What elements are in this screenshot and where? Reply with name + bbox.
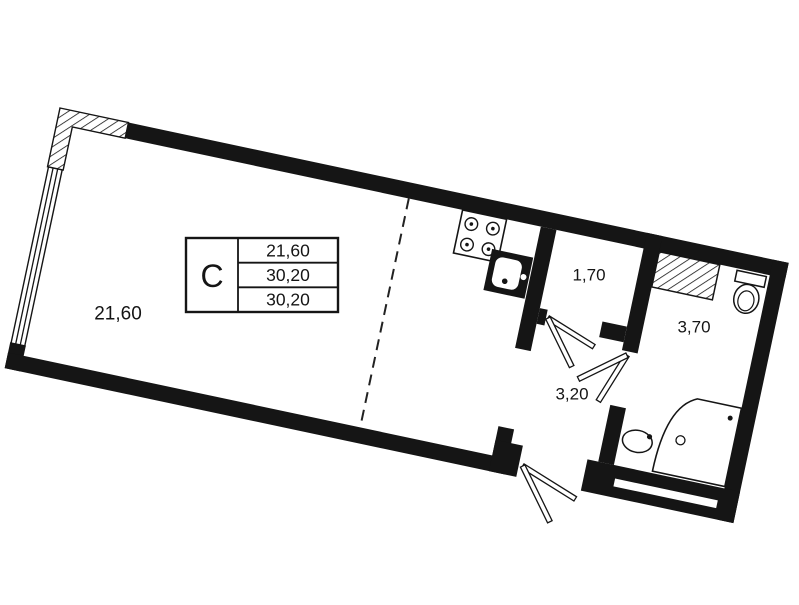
bottom-wall-main — [4, 352, 508, 475]
stamp-row-total: 30,20 — [266, 265, 310, 285]
vent-shaft-hatch — [650, 250, 721, 301]
hallway-area-label: 1,70 — [572, 266, 605, 285]
annotations: С 21,60 30,20 30,20 21,60 1,70 3,70 3,20 — [94, 236, 711, 404]
bottom-band-white-stripe — [613, 478, 718, 509]
stamp-row-living: 21,60 — [266, 241, 310, 261]
corner-hatch-section — [46, 107, 130, 171]
stamp-type-letter: С — [200, 258, 223, 294]
corner-bath-icon — [651, 398, 743, 488]
walls — [4, 122, 789, 524]
top-wall — [125, 122, 789, 279]
bath-wall-lower — [598, 404, 626, 465]
floor-plan — [4, 107, 789, 524]
hall-bottom-wall-stub-right — [599, 321, 627, 343]
kitchen-sink-icon — [483, 248, 534, 299]
entrance-opening — [515, 443, 588, 493]
bathroom-area-label: 3,70 — [677, 318, 710, 337]
right-wall — [717, 259, 789, 524]
kitchen-zone-divider — [359, 198, 410, 428]
divider-wall-upper — [515, 226, 557, 352]
hall-bath-wall-upper — [621, 232, 663, 354]
area-stamp: С 21,60 30,20 30,20 — [184, 236, 340, 314]
washbasin-icon — [621, 429, 653, 454]
floor-base — [4, 108, 789, 524]
stamp-box — [184, 236, 340, 314]
hall-door — [544, 315, 597, 369]
toilet-icon — [732, 269, 768, 315]
entrance-door — [519, 463, 578, 524]
stamp-row-total-with-balcony: 30,20 — [266, 290, 310, 310]
corridor-area-label: 3,20 — [555, 385, 588, 404]
main-room-area-label: 21,60 — [94, 304, 142, 325]
hall-bottom-wall-stub-left — [536, 308, 548, 326]
bathroom-door — [576, 352, 630, 404]
